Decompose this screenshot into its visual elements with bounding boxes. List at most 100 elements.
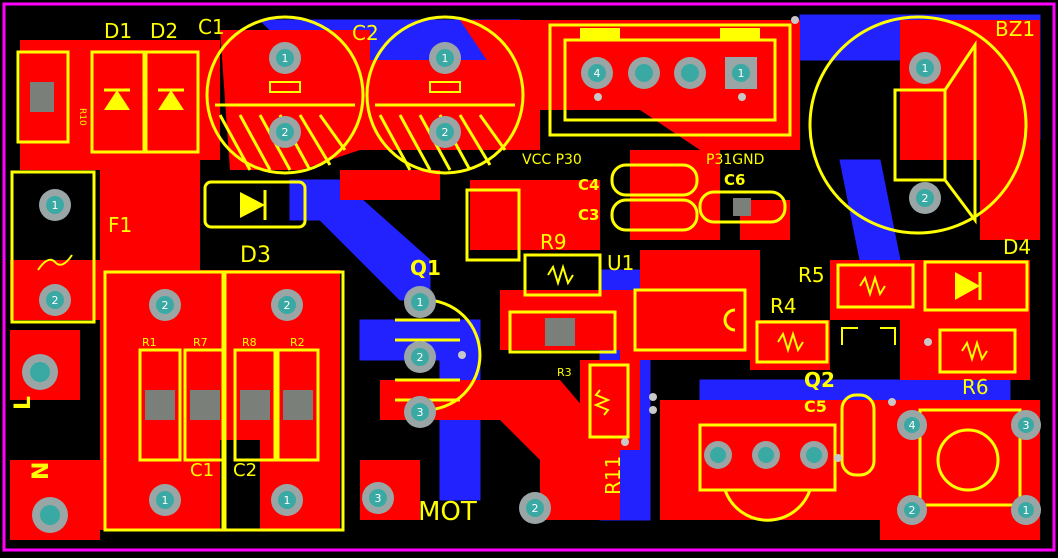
label-f1: F1 <box>108 213 132 237</box>
c6-footprint[interactable] <box>698 190 787 224</box>
pad[interactable] <box>429 42 461 74</box>
q1-footprint[interactable] <box>395 298 482 412</box>
svg-text:1: 1 <box>52 199 59 212</box>
pad[interactable] <box>800 441 828 469</box>
svg-text:1: 1 <box>442 52 449 65</box>
r1-r7-r8-r2-footprint[interactable] <box>103 270 345 532</box>
pad[interactable] <box>271 484 303 516</box>
c5-footprint[interactable] <box>840 393 876 477</box>
c1-electrolytic-footprint[interactable] <box>205 15 365 175</box>
svg-text:2: 2 <box>909 504 916 517</box>
pad[interactable] <box>39 284 71 316</box>
pad[interactable] <box>519 492 551 524</box>
pad[interactable] <box>269 42 301 74</box>
svg-text:1: 1 <box>284 494 291 507</box>
svg-text:2: 2 <box>417 351 424 364</box>
r5-footprint[interactable] <box>836 263 915 309</box>
r6-footprint[interactable] <box>938 328 1017 374</box>
label-q2: Q2 <box>804 368 835 392</box>
label-r11: R11 <box>601 456 625 495</box>
svg-text:1: 1 <box>922 62 929 75</box>
pad[interactable] <box>429 116 461 148</box>
label-bz1: BZ1 <box>995 17 1035 41</box>
label-c6: C6 <box>724 171 745 189</box>
pad[interactable] <box>897 410 927 440</box>
svg-text:2: 2 <box>162 299 169 312</box>
label-c2-bottom: C2 <box>233 460 257 481</box>
label-c5: C5 <box>804 397 827 416</box>
label-mot: MOT <box>418 497 477 527</box>
pad[interactable] <box>149 289 181 321</box>
svg-text:2: 2 <box>442 126 449 139</box>
d1-footprint[interactable] <box>90 50 146 154</box>
pad[interactable] <box>404 286 436 318</box>
u1-area-footprint[interactable] <box>465 188 521 262</box>
label-r5: R5 <box>798 263 825 287</box>
u1-ic-footprint[interactable] <box>633 288 747 352</box>
pad[interactable] <box>674 57 706 89</box>
svg-text:1: 1 <box>1023 504 1030 517</box>
pad[interactable] <box>704 441 732 469</box>
label-d4: D4 <box>1003 235 1031 259</box>
pad[interactable] <box>725 57 757 89</box>
f1-fuse-footprint[interactable] <box>10 170 96 324</box>
pad[interactable] <box>1011 410 1041 440</box>
pad[interactable] <box>39 189 71 221</box>
pad[interactable] <box>149 484 181 516</box>
svg-text:2: 2 <box>284 299 291 312</box>
label-d3: D3 <box>240 243 271 268</box>
r9-footprint[interactable] <box>523 253 602 297</box>
svg-text:2: 2 <box>52 294 59 307</box>
bz1-buzzer-footprint[interactable] <box>808 15 1028 235</box>
d4-footprint[interactable] <box>923 260 1029 312</box>
label-c4: C4 <box>578 176 599 194</box>
pad[interactable] <box>1011 495 1041 525</box>
pad[interactable] <box>271 289 303 321</box>
d2-footprint[interactable] <box>144 50 200 154</box>
label-c1-bottom: C1 <box>190 460 214 481</box>
pad[interactable] <box>909 182 941 214</box>
label-p31-gnd: P31GND <box>706 152 764 168</box>
svg-text:2: 2 <box>532 502 539 515</box>
label-u1: U1 <box>607 251 634 275</box>
switch-footprint[interactable] <box>918 408 1022 507</box>
c4-footprint[interactable] <box>610 163 699 197</box>
c3-footprint[interactable] <box>610 198 699 232</box>
label-c3: C3 <box>578 206 599 224</box>
svg-text:3: 3 <box>417 406 424 419</box>
label-r3: R3 <box>557 366 572 379</box>
r4-footprint[interactable] <box>755 320 829 364</box>
label-r7: R7 <box>193 336 208 349</box>
q2-footprint[interactable] <box>841 327 896 345</box>
pad[interactable] <box>909 52 941 84</box>
label-d2: D2 <box>150 19 178 43</box>
r10-footprint[interactable] <box>16 50 70 144</box>
svg-text:1: 1 <box>162 494 169 507</box>
label-r10: R10 <box>77 108 87 126</box>
pad[interactable] <box>628 57 660 89</box>
pad[interactable] <box>897 495 927 525</box>
pad-numbers: 1 2 1 2 4 1 1 2 1 2 2 2 1 1 1 2 3 3 2 4 … <box>52 52 1030 517</box>
svg-text:2: 2 <box>922 192 929 205</box>
d3-footprint[interactable] <box>203 180 307 229</box>
r11-footprint[interactable] <box>588 363 630 439</box>
r3-smd-footprint[interactable] <box>508 310 617 354</box>
svg-text:4: 4 <box>594 67 601 80</box>
pad[interactable] <box>269 116 301 148</box>
pad[interactable] <box>404 396 436 428</box>
label-c2-top: C2 <box>352 21 379 45</box>
svg-text:2: 2 <box>282 126 289 139</box>
label-c1-top: C1 <box>198 15 225 39</box>
svg-text:1: 1 <box>738 67 745 80</box>
pad[interactable] <box>581 57 613 89</box>
connector-footprint[interactable] <box>548 23 792 137</box>
pad[interactable] <box>362 482 394 514</box>
pad[interactable] <box>22 354 58 390</box>
pad[interactable] <box>404 341 436 373</box>
pad[interactable] <box>32 497 68 533</box>
pad[interactable] <box>752 441 780 469</box>
label-r8: R8 <box>242 336 257 349</box>
vias <box>458 16 932 462</box>
